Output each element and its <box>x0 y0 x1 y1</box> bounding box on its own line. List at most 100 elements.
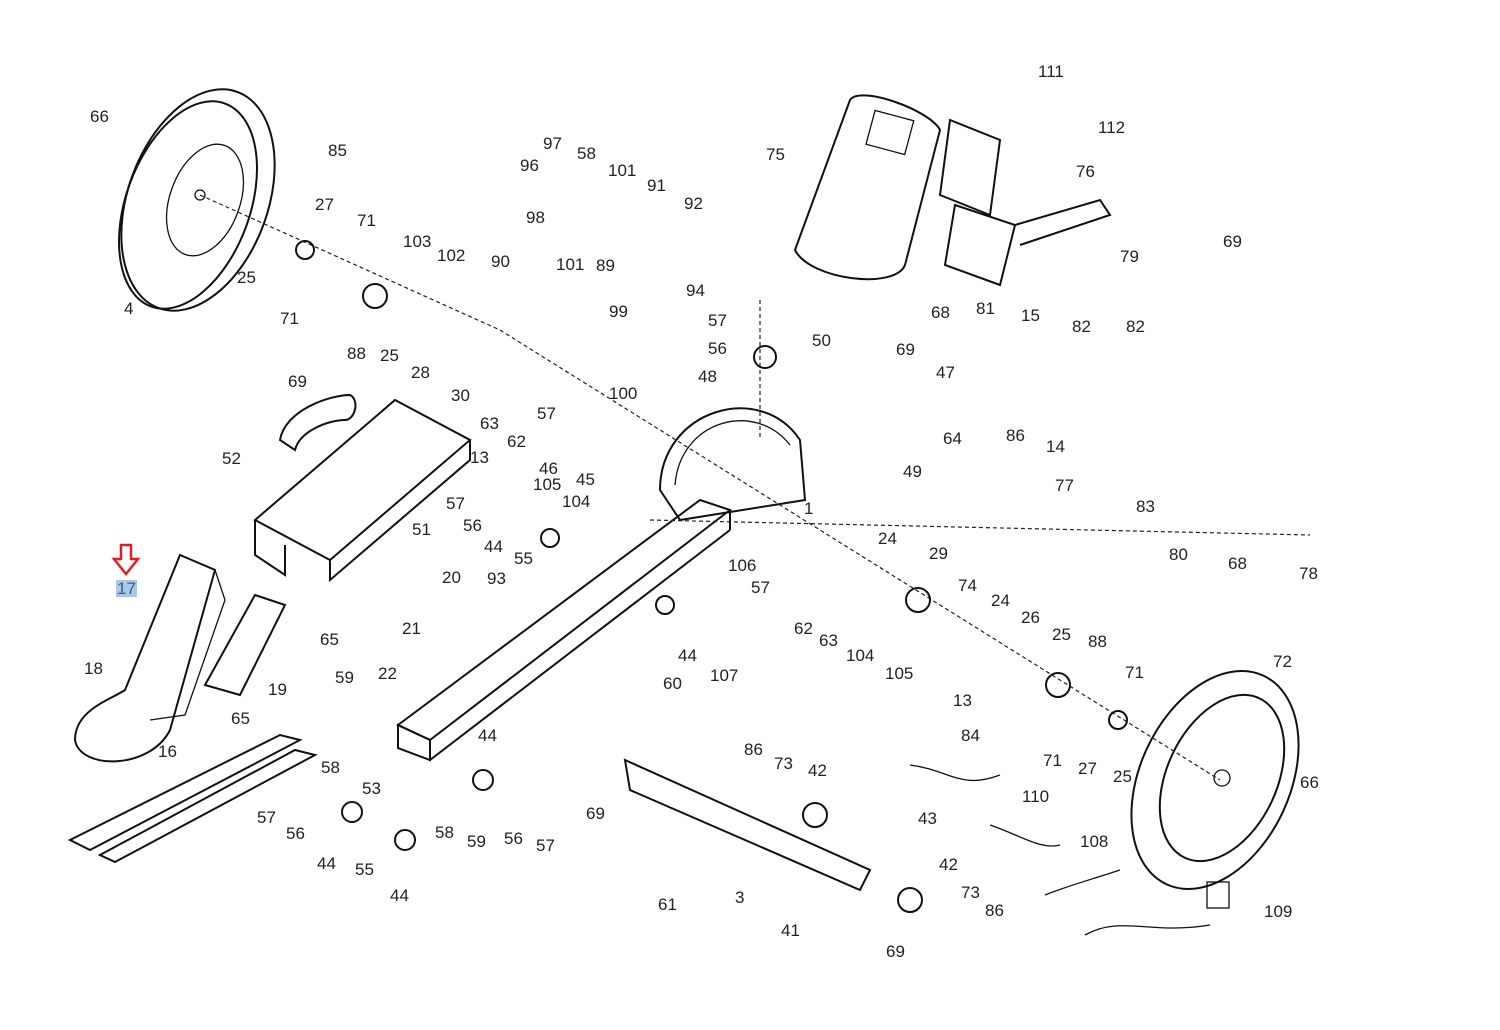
part-label: 94 <box>686 281 705 300</box>
part-label: 73 <box>961 883 980 902</box>
part-label: 57 <box>257 808 276 827</box>
part-label: 77 <box>1055 476 1074 495</box>
part-label: 66 <box>90 107 109 126</box>
part-label: 13 <box>953 691 972 710</box>
part-label: 112 <box>1098 118 1126 137</box>
part-label: 86 <box>985 901 1004 920</box>
highlight-arrow-icon <box>111 543 141 577</box>
part-label: 27 <box>315 195 334 214</box>
part-label: 104 <box>846 646 875 665</box>
part-label: 3 <box>735 888 745 907</box>
part-label: 48 <box>698 367 717 386</box>
part-label: 19 <box>268 680 287 699</box>
heel-plate <box>203 593 287 697</box>
part-label: 58 <box>435 823 454 842</box>
part-label: 66 <box>1300 773 1319 792</box>
part-label: 26 <box>1021 608 1040 627</box>
part-label: 65 <box>231 709 250 728</box>
part-label: 46 <box>539 459 558 478</box>
part-label: 71 <box>280 309 299 328</box>
part-label: 13 <box>470 448 489 467</box>
part-label: 55 <box>355 860 374 879</box>
pulleys <box>295 240 1128 913</box>
part-label: 59 <box>335 668 354 687</box>
part-label: 18 <box>84 659 103 678</box>
rail-cover <box>253 398 472 583</box>
part-label: 69 <box>1223 232 1242 251</box>
part-label: 108 <box>1080 832 1109 851</box>
part-label: 56 <box>286 824 305 843</box>
part-label: 62 <box>507 432 526 451</box>
part-label: 21 <box>402 619 421 638</box>
part-label: 56 <box>463 516 482 535</box>
part-label: 91 <box>647 176 666 195</box>
part-label: 60 <box>663 674 682 693</box>
part-label: 93 <box>487 569 506 588</box>
part-label: 89 <box>596 256 615 275</box>
front-stabilizer <box>623 758 872 892</box>
part-label: 4 <box>124 299 134 318</box>
part-label: 44 <box>484 537 503 556</box>
part-label: 71 <box>1043 751 1062 770</box>
part-label: 58 <box>321 758 340 777</box>
part-label: 61 <box>658 895 677 914</box>
footplate <box>73 553 226 763</box>
part-label: 52 <box>222 449 241 468</box>
part-label: 16 <box>158 742 177 761</box>
part-label: 62 <box>794 619 813 638</box>
part-label: 25 <box>1113 767 1132 786</box>
part-label: 105 <box>533 475 562 494</box>
part-label: 81 <box>976 299 995 318</box>
part-label: 41 <box>781 921 800 940</box>
part-label: 28 <box>411 363 430 382</box>
part-label: 44 <box>678 646 697 665</box>
part-label: 69 <box>896 340 915 359</box>
part-label: 92 <box>684 194 703 213</box>
part-label: 72 <box>1273 652 1292 671</box>
part-label: 56 <box>504 829 523 848</box>
part-label: 57 <box>751 578 770 597</box>
part-label: 42 <box>808 761 827 780</box>
part-label: 86 <box>1006 426 1025 445</box>
tablet-holder <box>938 118 1002 217</box>
part-label: 98 <box>526 208 545 227</box>
part-label: 69 <box>886 942 905 961</box>
part-label: 88 <box>347 344 366 363</box>
part-label: 84 <box>961 726 980 745</box>
part-label: 99 <box>609 302 628 321</box>
part-label: 51 <box>412 520 431 539</box>
part-label: 68 <box>1228 554 1247 573</box>
part-label: 45 <box>576 470 595 489</box>
part-label: 79 <box>1120 247 1139 266</box>
part-label: 85 <box>328 141 347 160</box>
handle <box>278 393 357 452</box>
part-label: 71 <box>357 211 376 230</box>
part-label: 43 <box>918 809 937 828</box>
part-label: 109 <box>1264 902 1293 921</box>
part-label: 88 <box>1088 632 1107 651</box>
part-label: 57 <box>537 404 556 423</box>
part-label: 101 <box>556 255 585 274</box>
part-label: 57 <box>536 836 555 855</box>
main-rail <box>396 498 733 762</box>
part-label: 15 <box>1021 306 1040 325</box>
part-label: 20 <box>442 568 461 587</box>
straps <box>67 733 318 864</box>
cables <box>909 764 1230 936</box>
part-label: 29 <box>929 544 948 563</box>
part-label: 96 <box>520 156 539 175</box>
part-label: 110 <box>1022 787 1050 806</box>
part-label: 64 <box>943 429 962 448</box>
part-label: 49 <box>903 462 922 481</box>
part-label: 75 <box>766 145 785 164</box>
part-label: 25 <box>380 346 399 365</box>
highlighted-part-label[interactable]: 17 <box>116 579 137 598</box>
part-label: 30 <box>451 386 470 405</box>
part-label: 106 <box>728 556 757 575</box>
part-label: 80 <box>1169 545 1188 564</box>
part-label: 104 <box>562 492 591 511</box>
flywheel-left <box>118 88 276 312</box>
console-mast <box>943 198 1112 287</box>
part-label: 44 <box>317 854 336 873</box>
dash-lines <box>199 194 1311 781</box>
